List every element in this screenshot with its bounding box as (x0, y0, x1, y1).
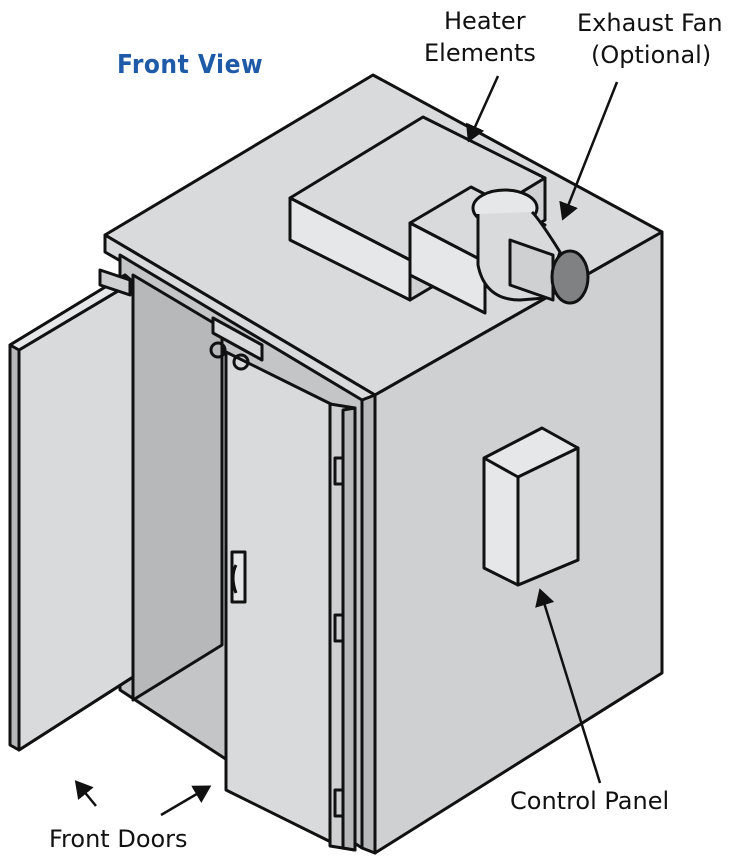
latch-ring-right (232, 353, 250, 371)
booth-front-corner (360, 393, 377, 855)
diagram-title: Front View (117, 50, 264, 80)
right-door-edge-inner (341, 406, 357, 852)
label-control-panel: Control Panel (510, 787, 670, 815)
door-handle (231, 564, 238, 594)
label-front-doors: Front Doors (49, 825, 188, 853)
exhaust-fan-motor-front (508, 238, 555, 302)
door-hinge-top (333, 456, 345, 486)
door-latch-bracket (211, 316, 264, 362)
control-panel-front (516, 446, 580, 587)
left-door-panel (17, 280, 135, 752)
arrow-right-door (160, 785, 212, 817)
latch-ring-left (209, 341, 227, 359)
heater-duct-front (408, 221, 487, 315)
label-fan-line2: (Optional) (591, 41, 712, 69)
arrow-heater (466, 75, 500, 143)
exhaust-fan-motor (550, 249, 590, 305)
label-heater-line2: Elements (424, 39, 536, 67)
arrow-left-door (74, 780, 97, 807)
door-hinge-mid (333, 613, 345, 643)
left-door-top (8, 273, 135, 352)
left-door-hinge-strip (98, 268, 132, 297)
booth-interior-shadow (131, 273, 224, 702)
arrow-control-panel (535, 588, 602, 784)
door-hinge-bottom (333, 788, 345, 818)
label-fan-line1: Exhaust Fan (577, 9, 723, 37)
arrow-fan (559, 81, 619, 221)
label-heater-line1: Heater (444, 7, 526, 35)
